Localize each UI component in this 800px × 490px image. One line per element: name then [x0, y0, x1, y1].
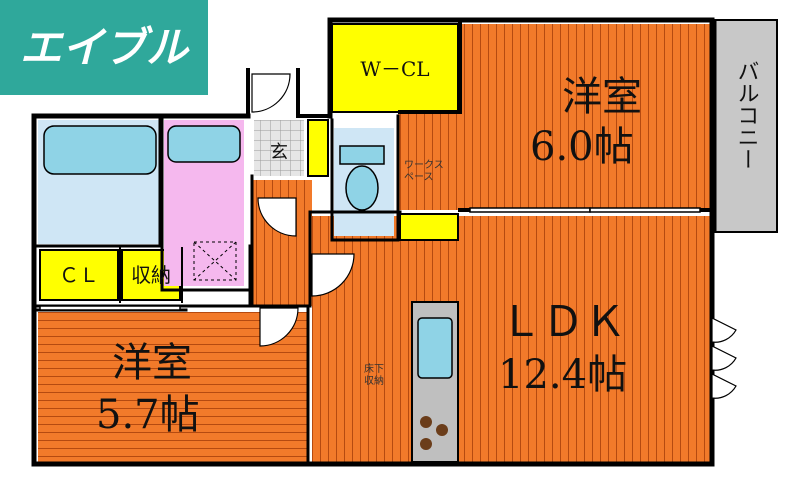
toilet-bowl: [345, 165, 379, 211]
logo-text: エイブル: [20, 23, 190, 72]
walk-in-closet: [331, 23, 459, 113]
entrance: [254, 120, 304, 176]
sliding-doors: [39, 207, 701, 311]
kitchen-sink: [417, 317, 453, 379]
bathtub: [43, 125, 157, 175]
stove-burner: [436, 424, 448, 436]
stove-burner: [420, 416, 432, 428]
washing-machine-pan: [193, 241, 237, 281]
entrance-label: 玄: [270, 142, 288, 163]
closet: [39, 249, 119, 301]
closet-label: ＣＬ: [59, 263, 99, 287]
western-room-2-name: 洋室: [112, 340, 192, 386]
ldk-floor: [312, 216, 712, 464]
wash-basin: [167, 125, 241, 163]
balcony-label: バルコニー: [734, 60, 759, 170]
western-room-1-name: 洋室: [562, 74, 642, 120]
storage-label: 収納: [131, 263, 171, 287]
work-space-floor: [398, 112, 460, 210]
entrance-shoe-cabinet: [307, 119, 329, 177]
logo: エイブル: [0, 0, 208, 95]
door-swings: [251, 73, 737, 399]
ldk-name: ＬＤＫ: [500, 297, 626, 346]
logo-background: [0, 0, 208, 95]
western-room-2-size: 5.7帖: [96, 392, 200, 438]
stove-burner: [420, 438, 432, 450]
underfloor-storage-label: 床下収納: [364, 362, 384, 387]
work-space-label: ワークスペース: [404, 159, 444, 183]
western-room-1-floor: [460, 24, 712, 208]
balcony: [713, 19, 778, 233]
work-space-yellow: [399, 213, 459, 241]
toilet-tank: [339, 145, 385, 165]
ldk-size: 12.4帖: [498, 352, 627, 398]
walk-in-closet-label: W－CL: [360, 57, 429, 81]
western-room-1-size: 6.0帖: [530, 124, 634, 170]
